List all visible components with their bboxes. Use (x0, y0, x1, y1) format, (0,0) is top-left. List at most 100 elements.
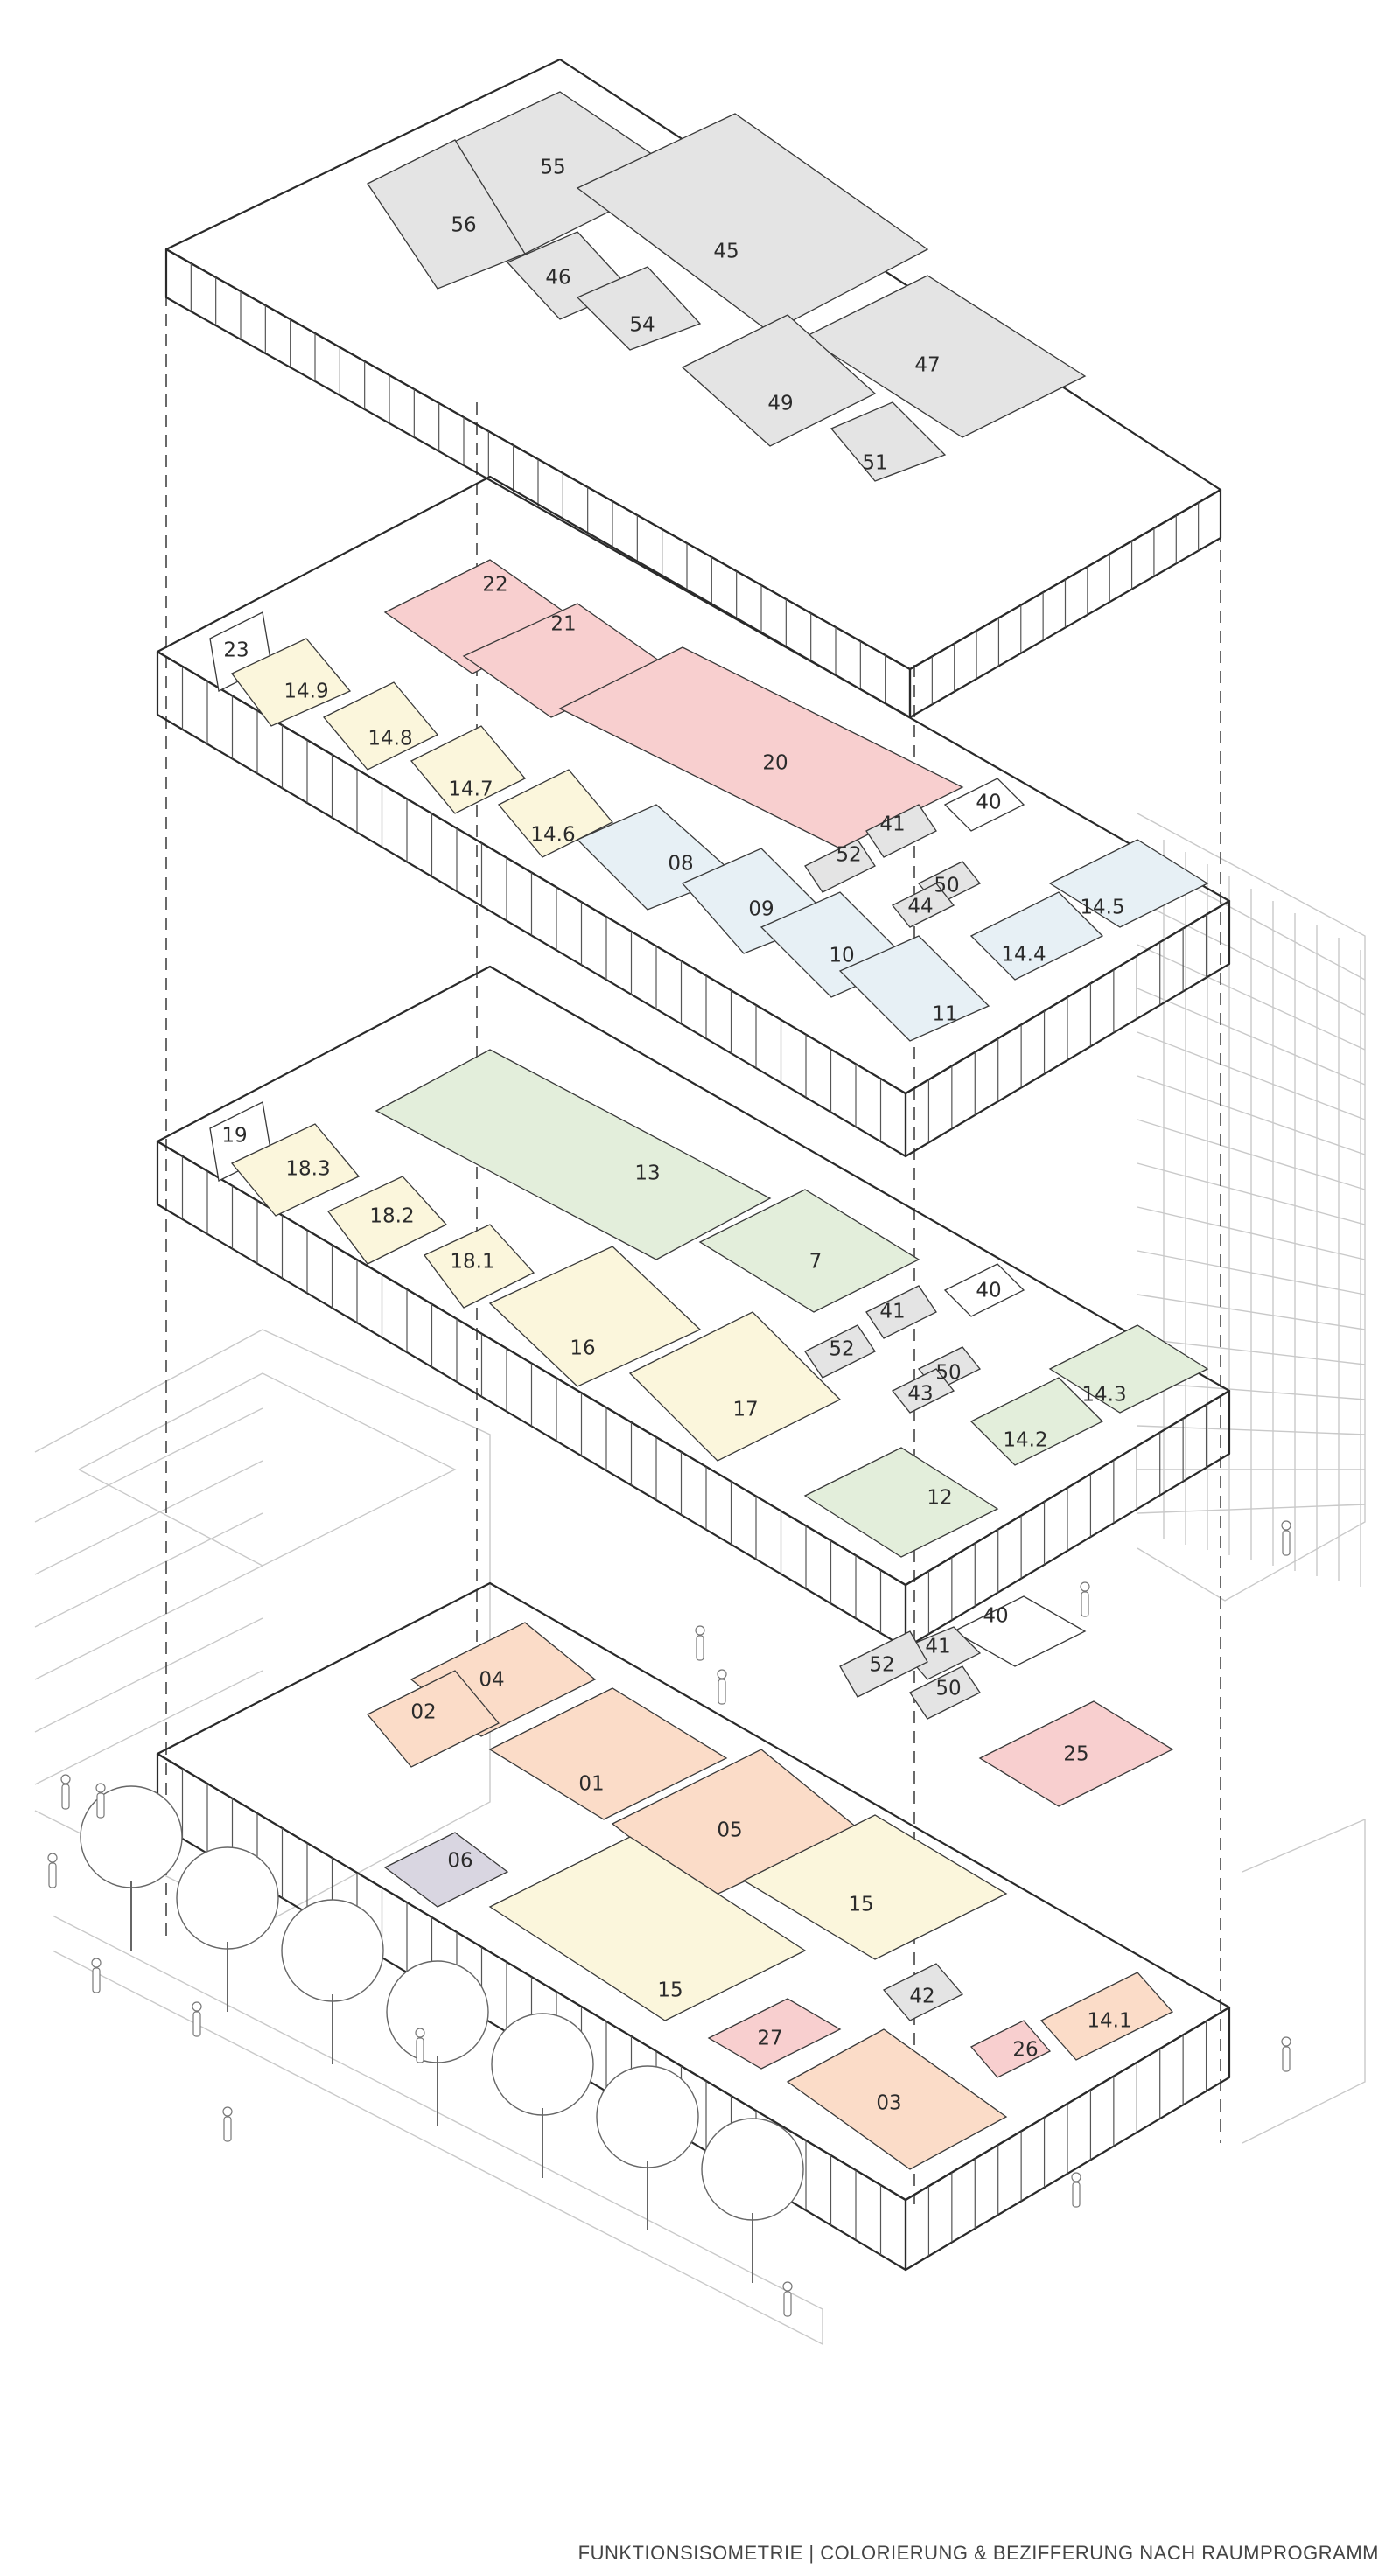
person-head (1071, 2172, 1082, 2182)
room-area (943, 1263, 1026, 1317)
room-area (231, 638, 352, 727)
room-number-label: 47 (914, 354, 940, 377)
room-number-label: 40 (976, 1280, 1001, 1302)
room-number-label: 52 (829, 1338, 854, 1361)
room-number-label: 14.9 (284, 681, 328, 703)
person-head (95, 1783, 106, 1793)
room-area (374, 1049, 772, 1260)
room-number-label: 01 (578, 1773, 604, 1796)
room-area (970, 1377, 1104, 1466)
room-area (900, 1626, 982, 1680)
room-area (230, 1123, 360, 1217)
context-facade-line (34, 1670, 263, 1785)
person-head (91, 1958, 102, 1968)
room-number-label: 25 (1063, 1743, 1088, 1766)
room-number-label: 55 (540, 157, 565, 179)
room-area (970, 891, 1104, 981)
room-number-label: 02 (410, 1701, 436, 1724)
room-number-label: 50 (934, 875, 959, 897)
room-area (367, 139, 526, 290)
room-number-label: 45 (713, 241, 738, 263)
room-number-label: 52 (869, 1654, 894, 1677)
room-area (742, 1814, 1008, 1960)
context-building-outline (78, 1372, 457, 1567)
room-area (803, 275, 1087, 438)
room-number-label: 23 (223, 639, 248, 662)
room-number-label: 14.3 (1082, 1384, 1126, 1407)
room-area (576, 266, 702, 351)
room-number-label: 03 (876, 2092, 901, 2115)
room-area (830, 401, 947, 482)
room-number-label: 14.2 (1003, 1429, 1047, 1452)
room-area (497, 769, 614, 858)
room-number-label: 49 (767, 393, 793, 415)
room-number-label: 27 (757, 2028, 782, 2050)
room-number-label: 05 (717, 1819, 742, 1842)
context-grid-line (1137, 1119, 1366, 1190)
room-number-label: 14.8 (368, 728, 412, 750)
room-area (1048, 1324, 1209, 1414)
room-number-label: 06 (447, 1850, 472, 1873)
person-head (415, 2028, 425, 2038)
room-area (865, 804, 937, 858)
room-area (1040, 1972, 1174, 2061)
facade-band-side (904, 899, 1231, 1158)
room-number-label: 15 (848, 1894, 873, 1916)
room-number-label: 12 (927, 1487, 952, 1510)
room-area (558, 646, 964, 849)
tree-crown (281, 1899, 384, 2002)
tree-crown (491, 2013, 594, 2116)
context-grid-line (1137, 900, 1366, 1016)
room-number-label: 41 (925, 1636, 950, 1658)
floor-middle: 1918.318.218.11374140525043161714.314.21… (156, 965, 1231, 1650)
room-area (698, 1189, 920, 1313)
room-number-label: 54 (629, 314, 654, 337)
person-head (1281, 2036, 1292, 2047)
person-figure (223, 2116, 232, 2142)
room-area (488, 1836, 807, 2021)
context-grid-line (1137, 1250, 1366, 1295)
room-number-label: 17 (732, 1399, 758, 1421)
person-figure (696, 1635, 704, 1661)
room-number-label: 18.3 (285, 1158, 330, 1181)
room-number-label: 14.5 (1080, 897, 1124, 919)
room-area (891, 883, 956, 928)
floor-upper: 2221202314.914.814.714.60809101141405250… (156, 475, 1231, 1158)
context-facade-line (34, 1617, 263, 1733)
room-number-label: 26 (1012, 2039, 1038, 2062)
facade-band-side (904, 1389, 1231, 1650)
tree-crown (80, 1785, 183, 1888)
room-area (707, 1998, 842, 2070)
context-grid-line (1137, 944, 1366, 1051)
room-area (488, 1246, 702, 1387)
room-number-label: 20 (762, 752, 788, 775)
context-grid-line (1137, 1294, 1366, 1330)
context-grid-line (1137, 1425, 1366, 1435)
person-figure (416, 2037, 424, 2063)
person-figure (783, 2291, 792, 2317)
room-number-label: 19 (221, 1125, 247, 1148)
person-figure (1282, 2046, 1291, 2072)
room-number-label: 51 (862, 452, 887, 475)
context-buildings-linework (34, 813, 1366, 2346)
facade-band-side (908, 488, 1222, 719)
room-area (576, 113, 929, 333)
room-number-label: 46 (545, 267, 570, 290)
room-area (681, 314, 877, 447)
room-area (839, 1630, 928, 1698)
room-number-label: 15 (657, 1979, 682, 2002)
room-area (628, 1311, 842, 1462)
room-number-label: 41 (879, 813, 905, 836)
room-number-label: 16 (570, 1337, 595, 1360)
room-area (882, 1963, 964, 2021)
room-area (970, 2020, 1052, 2078)
person-head (782, 2281, 793, 2292)
context-facade-line (34, 1565, 263, 1680)
room-area (322, 681, 439, 771)
room-number-label: 41 (879, 1301, 905, 1323)
facade-band-side (904, 2006, 1231, 2272)
person-head (695, 1625, 705, 1636)
room-area (327, 1176, 448, 1265)
